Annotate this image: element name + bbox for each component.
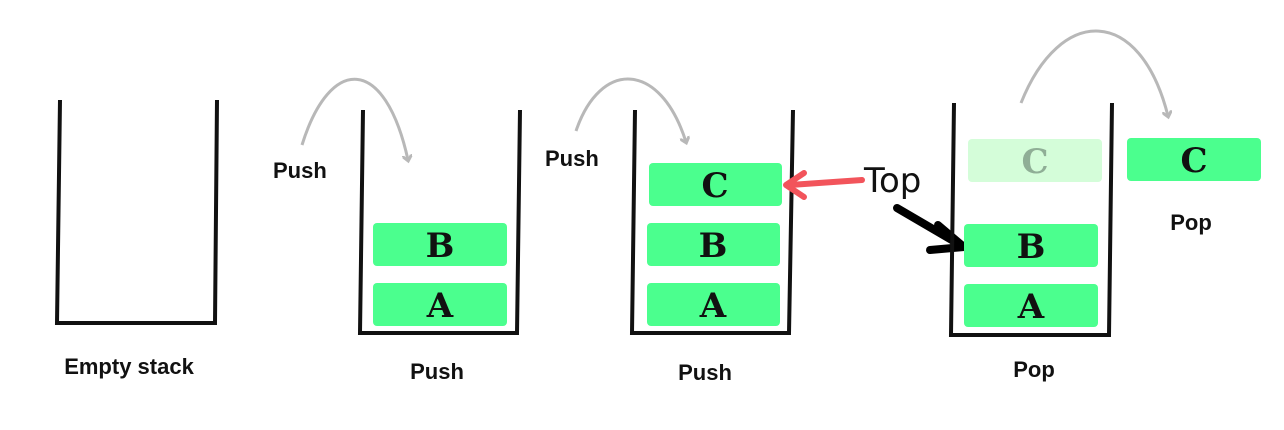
push-curve-arrow-2 xyxy=(574,77,686,142)
top-pointer: Top xyxy=(783,161,921,201)
stack-item-a-label: A xyxy=(699,286,727,326)
stage-push-1: A B Push Push xyxy=(273,77,522,384)
stack-item-a-label: A xyxy=(1017,287,1045,327)
stack-item-b-label: B xyxy=(426,226,455,266)
stack-item-a-label: A xyxy=(426,286,454,326)
caption-pop: Pop xyxy=(1013,357,1055,382)
stack-item-a xyxy=(647,283,780,326)
stage-empty: Empty stack xyxy=(54,99,219,379)
popped-caption: Pop xyxy=(1170,210,1212,235)
stack-container-push-1 xyxy=(357,109,522,335)
stack-container-empty xyxy=(54,99,219,325)
caption-push-1: Push xyxy=(410,359,464,384)
push-side-label-1: Push xyxy=(273,158,327,183)
ghost-item-c-label: C xyxy=(1021,142,1048,182)
caption-empty-stack: Empty stack xyxy=(64,354,194,379)
ghost-item-c xyxy=(968,139,1102,182)
pop-curve-arrow xyxy=(1019,29,1168,116)
stack-item-b xyxy=(647,223,780,266)
stack-item-b xyxy=(964,224,1098,267)
push-side-label-2: Push xyxy=(545,146,599,171)
push-curve-arrow-1 xyxy=(300,77,408,160)
stack-item-a xyxy=(373,283,507,326)
top-pointer-arrow xyxy=(787,177,865,188)
caption-push-2: Push xyxy=(678,360,732,385)
popped-item-c xyxy=(1127,138,1261,181)
stack-container-pop xyxy=(948,102,1114,337)
stage-push-2: A B C Push Push xyxy=(545,77,795,385)
stack-item-b xyxy=(373,223,507,266)
stack-container-push-2 xyxy=(629,109,795,335)
stack-item-c-label: C xyxy=(701,166,728,206)
top-pointer-arrowhead xyxy=(783,170,807,200)
stack-item-a xyxy=(964,284,1098,327)
stack-item-b-label: B xyxy=(699,226,728,266)
stage-pop: A B C C Pop Pop xyxy=(948,29,1261,382)
stack-item-c xyxy=(649,163,782,206)
top-label: Top xyxy=(863,161,921,201)
stack-item-b-label: B xyxy=(1017,227,1046,267)
popped-item-c-label: C xyxy=(1180,141,1207,181)
